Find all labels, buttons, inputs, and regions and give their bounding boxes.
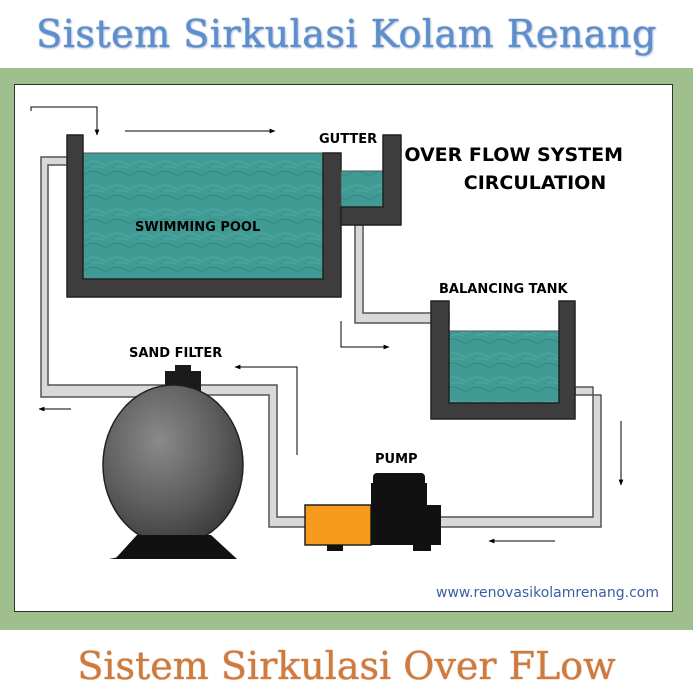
diagram-title-line1: OVER FLOW SYSTEM — [404, 144, 623, 166]
flow-arrow-gutter-out — [340, 321, 390, 350]
gutter — [340, 134, 402, 226]
flow-arrow-inlet — [30, 106, 100, 136]
circulation-diagram: OVER FLOW SYSTEM CIRCULATION GUTTER SWIM… — [30, 106, 659, 601]
label-pump: PUMP — [375, 452, 418, 467]
label-balancing-tank: BALANCING TANK — [439, 282, 568, 297]
label-sand-filter: SAND FILTER — [129, 346, 222, 361]
page-title: Sistem Sirkulasi Kolam Renang — [36, 12, 657, 56]
bottom-title: Sistem Sirkulasi Over FLow — [77, 644, 616, 688]
label-swimming-pool: SWIMMING POOL — [135, 220, 260, 235]
flow-arrows — [30, 106, 624, 544]
label-gutter: GUTTER — [319, 132, 377, 147]
website-url: www.renovasikolamrenang.com — [436, 585, 659, 601]
diagram-title-line2: CIRCULATION — [464, 172, 606, 194]
pump — [304, 473, 441, 551]
flow-arrow-to-filter — [234, 364, 298, 455]
sand-filter — [102, 365, 244, 559]
diagram-canvas: OVER FLOW SYSTEM CIRCULATION GUTTER SWIM… — [14, 84, 673, 612]
swimming-pool — [66, 134, 342, 298]
balancing-tank — [430, 300, 576, 420]
